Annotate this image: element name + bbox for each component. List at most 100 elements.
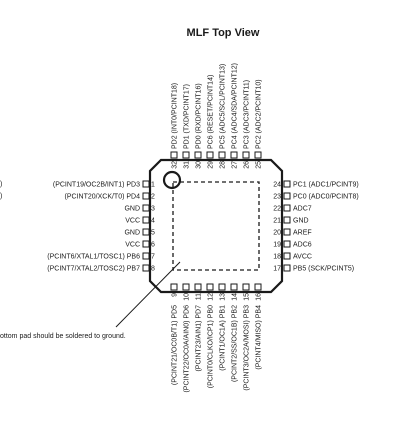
pin-label: GND bbox=[124, 206, 140, 213]
pin-label: AREF bbox=[293, 230, 312, 237]
pin-label: (PCINT3/OC2A/MOSI) PB3 bbox=[244, 305, 251, 391]
pin-number: 7 bbox=[151, 254, 155, 261]
pin-pad bbox=[242, 283, 250, 291]
pin-pad bbox=[283, 252, 291, 260]
pin-right-20: 20 AREF bbox=[273, 228, 312, 237]
pin-pad bbox=[142, 228, 150, 236]
pin-label: (PCINT1/OC1A) PB1 bbox=[220, 305, 227, 371]
pin-pad bbox=[142, 252, 150, 260]
pin-left-8: 8(PCINT7/XTAL2/TOSC2) PB7 bbox=[47, 264, 155, 273]
pin-pad bbox=[283, 216, 291, 224]
pin-pad bbox=[182, 151, 190, 159]
pin-number: 28 bbox=[220, 161, 227, 169]
pin-bottom-16: 16 (PCINT4/MISO) PB4 bbox=[254, 283, 263, 370]
pin-number: 26 bbox=[244, 161, 251, 169]
pin-label: GND bbox=[293, 218, 309, 225]
pin-label: (PCINT2/SS/OC1B) PB2 bbox=[232, 305, 239, 382]
pin-pad bbox=[230, 283, 238, 291]
pin-number: 23 bbox=[273, 194, 281, 201]
pin-label: ADC7 bbox=[293, 206, 312, 213]
pin-pad bbox=[194, 283, 202, 291]
pin-label: (PCINT21/OC0B/T1) PD5 bbox=[172, 305, 179, 385]
pin-pad bbox=[142, 180, 150, 188]
pin-right-23: 23 PC0 (ADC0/PCINT8) bbox=[273, 192, 359, 201]
pin-left-2: 2 (PCINT20/XCK/T0) PD4 bbox=[65, 192, 155, 201]
pin-number: 27 bbox=[232, 161, 239, 169]
pin-number: 29 bbox=[208, 161, 215, 169]
pin-label: PC6 (RESET/PCINT14) bbox=[208, 75, 215, 149]
pin-number: 30 bbox=[196, 161, 203, 169]
pin-number: 31 bbox=[184, 161, 191, 169]
pin-number: 15 bbox=[244, 293, 251, 301]
pin-pad bbox=[242, 151, 250, 159]
pin-number: 4 bbox=[151, 218, 155, 225]
pin-pad bbox=[206, 283, 214, 291]
pin-label: AVCC bbox=[293, 254, 312, 261]
pin-label: PC0 (ADC0/PCINT8) bbox=[293, 194, 359, 201]
pin-pad bbox=[194, 151, 202, 159]
pin-right-24: 24 PC1 (ADC1/PCINT9) bbox=[273, 180, 359, 189]
pin-label: (PCINT23/AIN1) PD7 bbox=[196, 305, 203, 372]
pin-label: ADC6 bbox=[293, 242, 312, 249]
left-edge-fragment: ) bbox=[0, 193, 2, 200]
pin-bottom-12: 12(PCINT0/CLKO/ICP1) PB0 bbox=[206, 283, 215, 388]
pin-label: VCC bbox=[125, 242, 140, 249]
pin-label: (PCINT20/XCK/T0) PD4 bbox=[65, 194, 141, 201]
pin-pad bbox=[283, 204, 291, 212]
pin-bottom-15: 15 (PCINT3/OC2A/MOSI) PB3 bbox=[242, 283, 251, 391]
pin-pad bbox=[182, 283, 190, 291]
pin-label: VCC bbox=[125, 218, 140, 225]
pin-pad bbox=[142, 204, 150, 212]
pin-pad bbox=[254, 283, 262, 291]
pin-number: 13 bbox=[220, 293, 227, 301]
pin-label: PC3 (ADC3/PCINT11) bbox=[244, 80, 251, 149]
pin-right-18: 18 AVCC bbox=[273, 252, 312, 261]
chip-body bbox=[148, 158, 284, 294]
pin-bottom-13: 13 (PCINT1/OC1A) PB1 bbox=[218, 283, 227, 371]
pin-number: 19 bbox=[273, 242, 281, 249]
pin-number: 10 bbox=[184, 293, 191, 301]
pin-label: PD2 (INT0/PCINT18) bbox=[172, 83, 179, 149]
pin-number: 24 bbox=[273, 182, 281, 189]
pin-number: 32 bbox=[172, 161, 179, 169]
pin-left-4: 4 VCC bbox=[125, 216, 155, 225]
pin-label: PB5 (SCK/PCINT5) bbox=[293, 266, 354, 273]
pin-bottom-10: 10 (PCINT22/OC0A/AIN0) PD6 bbox=[182, 283, 191, 393]
pin-number: 20 bbox=[273, 230, 281, 237]
pin-label: PC1 (ADC1/PCINT9) bbox=[293, 182, 359, 189]
pin-pad bbox=[170, 151, 178, 159]
pin-top-32: 32 PD2 (INT0/PCINT18) bbox=[170, 83, 179, 169]
pin-pad bbox=[230, 151, 238, 159]
pin-pad bbox=[142, 240, 150, 248]
left-edge-fragment: ) bbox=[0, 181, 2, 188]
pin-pad bbox=[283, 240, 291, 248]
pin-label: PC2 (ADC2/PCINT10) bbox=[256, 79, 263, 149]
pin-number: 17 bbox=[273, 266, 281, 273]
pin-pad bbox=[218, 283, 226, 291]
pin-number: 5 bbox=[151, 230, 155, 237]
pin-label: (PCINT7/XTAL2/TOSC2) PB7 bbox=[47, 266, 140, 273]
pin-label: PD1 (TXD/PCINT17) bbox=[184, 84, 191, 149]
pin-number: 2 bbox=[151, 194, 155, 201]
pin-number: 16 bbox=[256, 293, 263, 301]
pin-left-5: 5 GND bbox=[124, 228, 155, 237]
pin-pad bbox=[142, 216, 150, 224]
pin-number: 18 bbox=[273, 254, 281, 261]
pin-top-29: 29 PC6 (RESET/PCINT14) bbox=[206, 75, 215, 169]
pin-bottom-9: 9(PCINT21/OC0B/T1) PD5 bbox=[170, 283, 179, 385]
pin-label: (PCINT6/XTAL1/TOSC1) PB6 bbox=[47, 254, 140, 261]
pin-label: GND bbox=[124, 230, 140, 237]
pin-label: (PCINT4/MISO) PB4 bbox=[256, 305, 263, 370]
pin-number: 11 bbox=[196, 293, 203, 300]
pin-label: (PCINT22/OC0A/AIN0) PD6 bbox=[184, 305, 191, 393]
pin-number: 25 bbox=[256, 161, 263, 169]
pin-label: PD0 (RXD/PCINT16) bbox=[196, 83, 203, 149]
pin-number: 12 bbox=[208, 293, 215, 301]
